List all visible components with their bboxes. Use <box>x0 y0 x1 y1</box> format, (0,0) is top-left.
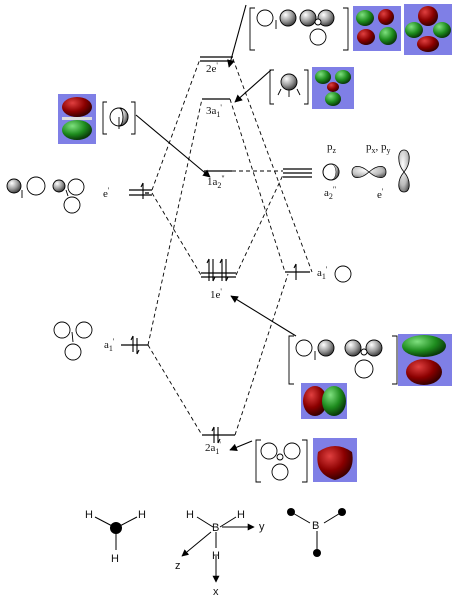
atom-h4: H <box>186 509 194 521</box>
p-orbital-icons <box>322 149 410 193</box>
axis-x-label: x <box>213 586 219 598</box>
atom-h6: H <box>212 550 220 562</box>
orbital-panel-1a2 <box>58 94 96 144</box>
dash-2a1-right <box>234 273 289 436</box>
electron-a1-left-up <box>130 335 134 352</box>
dash-e-2e <box>151 58 201 191</box>
arrow-2a1 <box>229 440 253 451</box>
label-3a1: 3a1' <box>206 103 222 119</box>
label-2a1: 2a1' <box>205 440 221 456</box>
atom-b2: B <box>312 520 319 532</box>
arrow-1e <box>230 295 297 337</box>
structure-bh3-planar: H H H <box>85 509 146 565</box>
electron-a1-left-down <box>136 338 140 355</box>
axis-y-label: y <box>259 521 265 533</box>
pointer-arrows <box>135 4 297 451</box>
orbital-panel-1e-b <box>301 383 347 419</box>
structure-bh3-axes: B H H H y z x <box>175 509 265 598</box>
label-a1-left: a1' <box>104 337 115 353</box>
structure-bh3-skeleton: B <box>287 508 346 557</box>
dash-e-1e <box>151 192 202 276</box>
atom-h5: H <box>237 509 245 521</box>
electron-2a1-up <box>211 426 215 443</box>
orbital-panel-2e-b <box>404 4 452 55</box>
orbital-panel-2a1 <box>313 438 357 482</box>
electron-1e-2 <box>212 259 216 282</box>
dash-2e-right <box>232 58 313 273</box>
label-pz: pz <box>327 141 337 155</box>
electron-e-left <box>140 182 144 199</box>
arrow-2e <box>227 4 247 68</box>
level-labels: 2e' 3a1' 1a2" 1e' 2a1' e' a1' a1' pz px,… <box>103 61 391 456</box>
energy-levels <box>121 56 312 436</box>
electron-a1-right <box>293 263 297 280</box>
fragment-sketches-bottom <box>255 265 398 483</box>
electron-2a1-down <box>217 427 221 444</box>
label-1e: 1e' <box>210 287 222 301</box>
orbital-panel-1e-a <box>398 334 452 386</box>
atom-b: B <box>212 522 219 534</box>
fragment-sketches-left <box>6 101 136 361</box>
fragment-sketches-top <box>249 7 349 105</box>
dash-3a1-right <box>229 98 286 273</box>
electron-1e-4 <box>225 259 229 282</box>
label-e-right: e' <box>377 187 384 201</box>
arrow-1a2 <box>135 114 211 178</box>
label-a2: a2" <box>324 185 336 201</box>
label-pxpy: px, py <box>366 141 391 155</box>
label-a1-right: a1' <box>317 265 328 281</box>
px-orbital <box>351 165 387 179</box>
pz-orbital <box>322 163 340 181</box>
electron-arrows <box>130 182 297 444</box>
orbital-renders <box>58 4 452 482</box>
orbital-panel-2e-a <box>353 6 401 51</box>
atom-h3: H <box>111 553 119 565</box>
label-2e: 2e' <box>206 61 218 75</box>
label-e-left: e' <box>103 186 110 200</box>
electron-1e-3 <box>219 258 223 281</box>
arrow-3a1 <box>234 69 272 103</box>
dash-a1-3a1 <box>147 98 203 346</box>
py-orbital <box>398 149 410 193</box>
correlation-lines <box>147 58 313 436</box>
dash-a1-2a1 <box>147 344 203 436</box>
axis-z-label: z <box>175 560 181 572</box>
dash-1e-p <box>235 174 284 276</box>
electron-1e-1 <box>206 258 210 281</box>
orbital-panel-3a1 <box>312 67 354 109</box>
atom-h1: H <box>85 509 93 521</box>
label-1a2: 1a2" <box>207 174 225 190</box>
atom-h2: H <box>138 509 146 521</box>
